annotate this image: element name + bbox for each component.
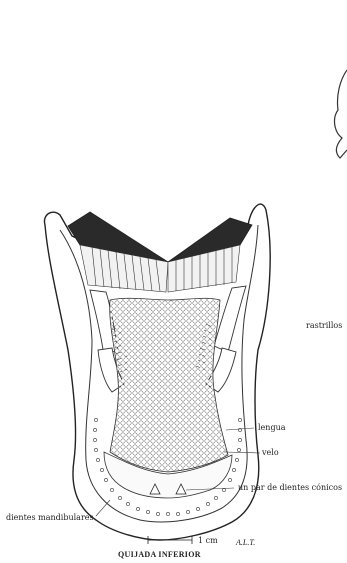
label-rastrillos: rastrillos [306,322,342,330]
figure-caption: QUIJADA INFERIOR [118,550,201,559]
scale-label: 1 cm [198,537,218,545]
label-dientes-conicos: un par de dientes cónicos [238,484,342,492]
tongue [110,298,228,472]
partial-figure-sketch [335,70,347,158]
label-dientes-mandibulares: dientes mandibulares [6,514,94,522]
label-velo: velo [262,449,279,457]
artist-signature: A.L.T. [236,538,255,547]
striated-panels [80,245,240,292]
label-lengua: lengua [258,424,286,432]
